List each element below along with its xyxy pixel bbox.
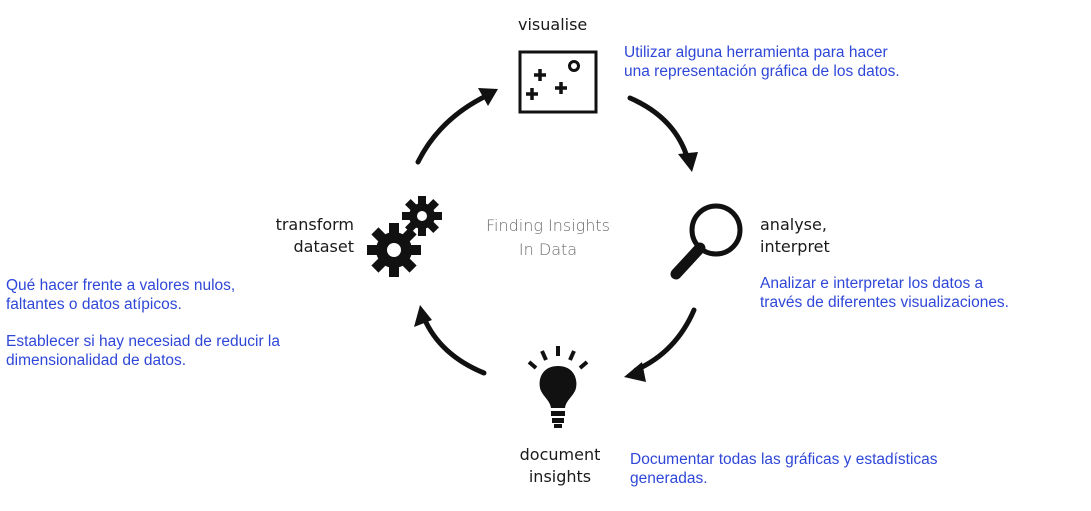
- analyse-label: analyse, interpret: [760, 214, 830, 258]
- center-title-line: Finding Insights: [485, 216, 611, 235]
- transform-notes-dimensionality: Establecer si hay necesiad de reducir la…: [6, 332, 280, 370]
- analyse-note-line: través de diferentes visualizaciones.: [760, 294, 1009, 311]
- transform-label: transform dataset: [262, 214, 354, 258]
- arrow-transform-to-visualise: [415, 92, 491, 165]
- document-notes: Documentar todas las gráficas y estadíst…: [630, 450, 938, 488]
- arrow-document-to-transform: [421, 315, 487, 376]
- analyse-notes: Analizar e interpretar los datos a travé…: [760, 274, 1009, 312]
- document-label-line: insights: [528, 467, 592, 486]
- gears-icon: [367, 196, 442, 277]
- arrow-analyse-to-document: [633, 307, 697, 373]
- analyse-note-line: Analizar e interpretar los datos a: [760, 275, 984, 292]
- transform-label-line: dataset: [293, 237, 355, 256]
- document-note-line: Documentar todas las gráficas y estadíst…: [630, 451, 938, 468]
- magnifying-glass-icon: [670, 203, 743, 280]
- analyse-label-line: interpret: [760, 237, 830, 256]
- transform-note-line: faltantes o datos atípicos.: [6, 296, 182, 313]
- analyse-label-line: analyse,: [760, 215, 827, 234]
- document-label: document insights: [508, 444, 612, 488]
- transform-note-line: Establecer si hay necesiad de reducir la: [6, 333, 280, 350]
- arrow-head-transform-to-visualise: [478, 88, 498, 106]
- scatter-plot-icon: [518, 50, 598, 114]
- visualise-note-line: Utilizar alguna herramienta para hacer: [624, 44, 888, 61]
- transform-notes-nulls: Qué hacer frente a valores nulos, faltan…: [6, 276, 235, 314]
- arrow-head-document-to-transform: [414, 305, 432, 327]
- center-title: Finding Insights In Data: [478, 214, 618, 262]
- visualise-notes: Utilizar alguna herramienta para hacer u…: [624, 43, 900, 81]
- transform-note-line: dimensionalidad de datos.: [6, 352, 187, 369]
- arrow-head-analyse-to-document: [624, 362, 646, 382]
- transform-note-line: Qué hacer frente a valores nulos,: [6, 277, 236, 294]
- arrow-head-visualise-to-analyse: [678, 152, 698, 172]
- visualise-note-line: una representación gráfica de los datos.: [624, 63, 900, 80]
- document-label-line: document: [519, 445, 601, 464]
- lightbulb-icon: [527, 346, 589, 428]
- visualise-label: visualise: [518, 15, 588, 34]
- document-note-line: generadas.: [630, 470, 708, 487]
- arrow-visualise-to-analyse: [627, 95, 691, 163]
- transform-label-line: transform: [275, 215, 354, 234]
- center-title-line: In Data: [518, 240, 578, 259]
